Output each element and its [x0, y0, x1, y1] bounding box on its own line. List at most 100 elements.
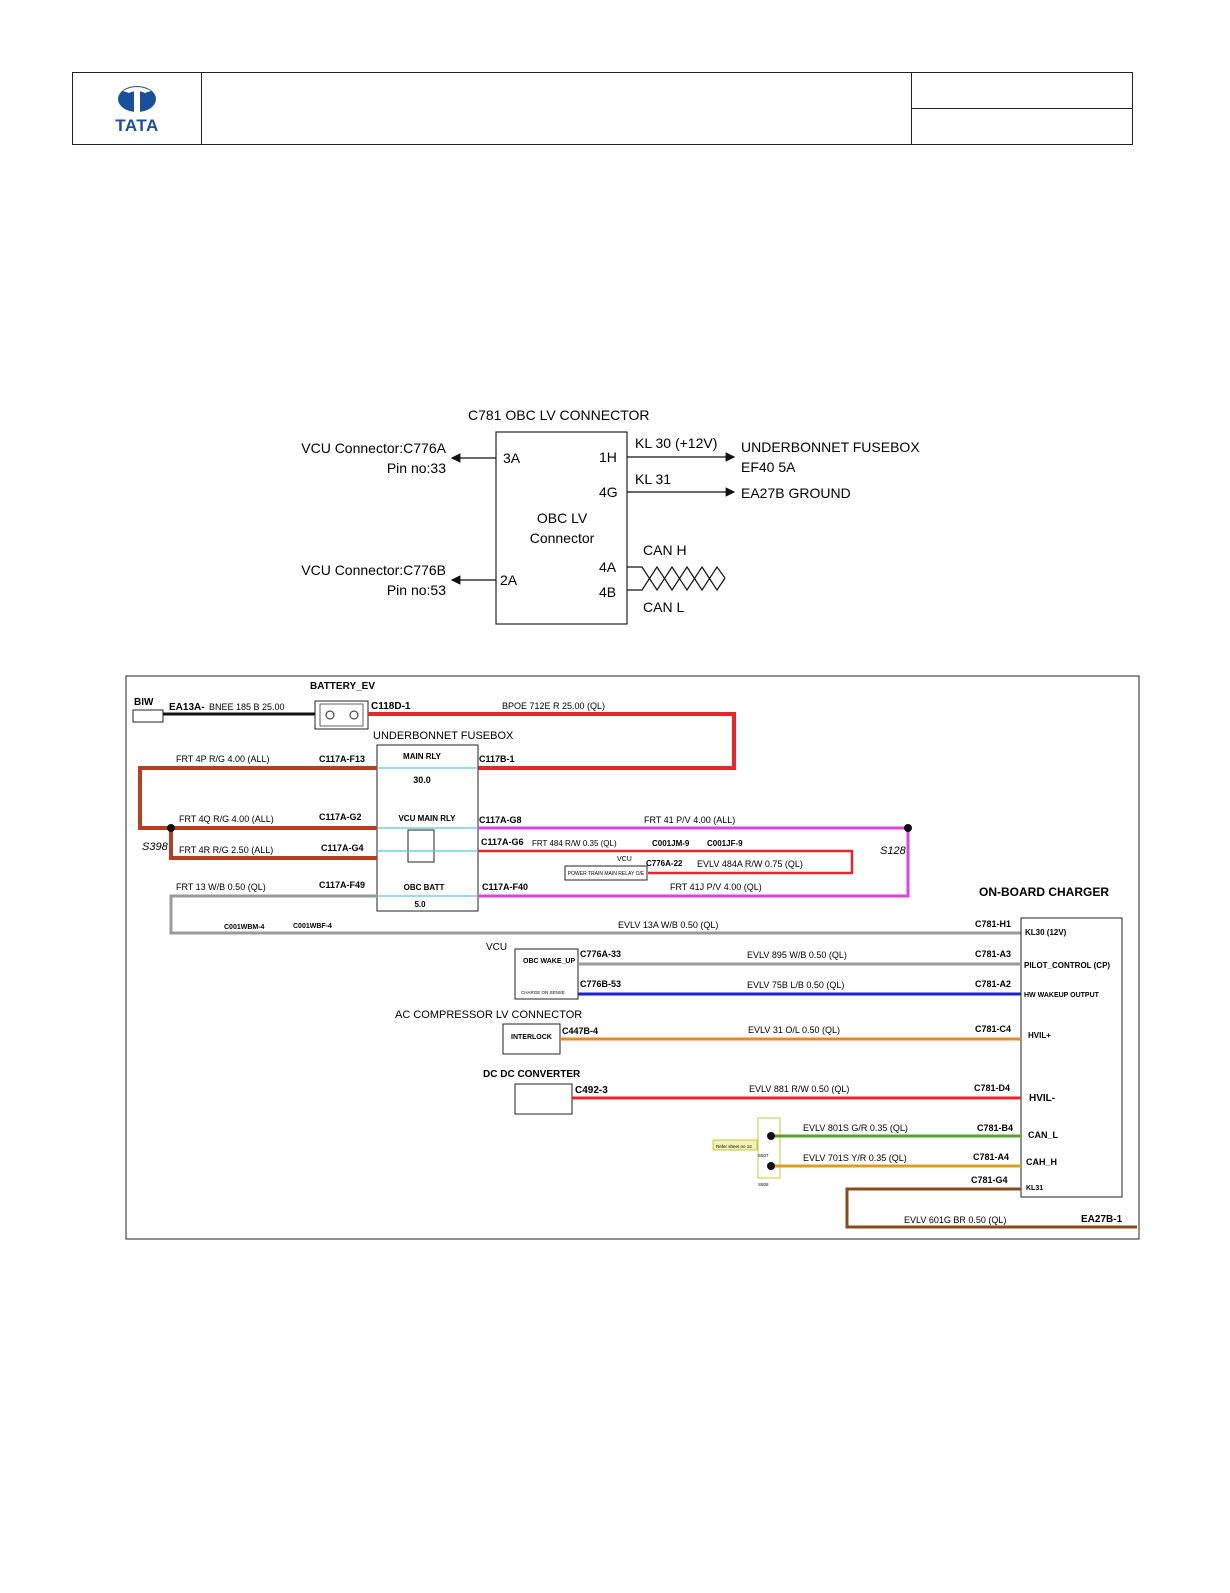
main-rly-label: MAIN RLY [403, 752, 442, 761]
ac-compressor-block [502, 1023, 561, 1055]
vcu-c776b-pin: Pin no:53 [387, 582, 446, 598]
c781d4-label: C781-D4 [974, 1083, 1010, 1093]
c781a3-label: C781-A3 [975, 949, 1011, 959]
bnee-wire-label: BNEE 185 B 25.00 [209, 702, 285, 712]
frt41-wire-label: FRT 41 P/V 4.00 (ALL) [644, 815, 735, 825]
vcu-small-label: VCU [617, 856, 632, 863]
fusebox-block [376, 744, 479, 912]
evlv881-wire-label: EVLV 881 R/W 0.50 (QL) [749, 1084, 849, 1094]
c117af40-label: C117A-F40 [482, 882, 528, 892]
c117ag8-label: C117A-G8 [479, 815, 522, 825]
c001wbm4-label: C001WBM-4 [224, 924, 265, 931]
ea13a-label: EA13A- [169, 702, 205, 713]
charge-sense-label: CHARGE ON SENSE [521, 990, 565, 995]
logo-cell: TATA [73, 73, 202, 144]
kl30-pin-label: KL30 (12V) [1025, 928, 1067, 937]
wire-frt-4p-4q [138, 766, 377, 830]
logo-text: TATA [115, 116, 159, 135]
c781g4-label: C781-G4 [971, 1175, 1008, 1185]
obc-connector-diagram: C781 OBC LV CONNECTOR OBC LV Connector 3… [301, 407, 920, 625]
c001jm9-label: C001JM-9 [652, 839, 690, 848]
onboard-charger-title: ON-BOARD CHARGER [979, 885, 1109, 899]
splice-s128-icon [904, 824, 912, 832]
ea27b1-label: EA27B-1 [1081, 1214, 1123, 1225]
kl30-label: KL 30 (+12V) [635, 435, 717, 451]
wire-frt-484-red [478, 849, 854, 875]
biw-label: BIW [134, 697, 154, 708]
c776b53-label: C776B-53 [580, 979, 621, 989]
evlv13a-wire-label: EVLV 13A W/B 0.50 (QL) [618, 920, 718, 930]
ac-compressor-label: AC COMPRESSOR LV CONNECTOR [395, 1009, 582, 1021]
splice-s508-icon [767, 1162, 775, 1170]
c4923-label: C492-3 [575, 1085, 608, 1096]
relay-coil-icon [407, 829, 435, 863]
vcu-c776a-label: VCU Connector:C776A [301, 440, 446, 456]
c781a2-label: C781-A2 [975, 979, 1011, 989]
wire-frt-4r [169, 828, 377, 860]
twist-note-label: Refer sheet no 12 [716, 1144, 752, 1149]
header-right-top-cell [911, 73, 1132, 109]
can-l-label: CAN L [643, 599, 684, 615]
c001jf9-label: C001JF-9 [707, 839, 743, 848]
vcu-main-rly-label: VCU MAIN RLY [398, 814, 456, 823]
evlv484a-wire-label: EVLV 484A R/W 0.75 (QL) [697, 859, 803, 869]
twist-note-box [712, 1139, 758, 1151]
ptmr-label: POWER TRAIN MAIN RELAY O/E [568, 871, 645, 877]
obc-wake-label: OBC WAKE_UP [523, 958, 575, 965]
c118d-label: C118D-1 [371, 701, 411, 712]
evlv895-wire-label: EVLV 895 W/B 0.50 (QL) [747, 950, 847, 960]
c781b4-label: C781-B4 [977, 1123, 1013, 1133]
ground-label: EA27B GROUND [741, 485, 851, 501]
c776a33-label: C776A-33 [580, 949, 621, 959]
splice-s398-icon [167, 824, 175, 832]
hw-wakeup-pin-label: HW WAKEUP OUTPUT [1024, 992, 1100, 999]
frt13-wire-label: FRT 13 W/B 0.50 (QL) [176, 882, 266, 892]
evlv601g-wire-label: EVLV 601G BR 0.50 (QL) [904, 1215, 1006, 1225]
c117b1-label: C117B-1 [479, 754, 515, 764]
s128-label: S128 [880, 845, 907, 857]
hvil-minus-pin-label: HVIL- [1029, 1093, 1055, 1104]
vcu-block [514, 948, 579, 1000]
dcdc-block [514, 1083, 573, 1115]
evlv75b-wire-label: EVLV 75B L/B 0.50 (QL) [747, 980, 844, 990]
c117ag6-label: C117A-G6 [481, 837, 524, 847]
evlv801s-wire-label: EVLV 801S G/R 0.35 (QL) [803, 1123, 908, 1133]
pin-4b: 4B [599, 584, 616, 600]
c781a4-label: C781-A4 [973, 1152, 1009, 1162]
obc-box-label-2: Connector [530, 530, 595, 546]
biw-ground-box [132, 709, 164, 723]
wire-frt-41-magenta [478, 826, 910, 898]
s508-label: S508 [758, 1182, 769, 1187]
pin-4a: 4A [599, 559, 617, 575]
c001wbf4-label: C001WBF-4 [293, 923, 332, 930]
frt4r-wire-label: FRT 4R R/G 2.50 (ALL) [179, 845, 273, 855]
can-twist-bracket [757, 1117, 781, 1179]
c776a22-label: C776A-22 [646, 859, 683, 868]
kl31-pin-label: KL31 [1026, 1185, 1043, 1192]
battery-ev-label: BATTERY_EV [310, 681, 375, 692]
fusebox-label: UNDERBONNET FUSEBOX [741, 439, 920, 455]
wire-frt13-grey [169, 894, 1021, 935]
can-h-label: CAN H [643, 542, 687, 558]
vcu-c776a-pin: Pin no:33 [387, 460, 446, 476]
can-twisted-pair-icon [627, 565, 726, 592]
onboard-charger-box [1020, 917, 1123, 1198]
dcdc-label: DC DC CONVERTER [483, 1069, 581, 1080]
s507-label: S507 [758, 1153, 769, 1158]
pin-2a: 2A [500, 572, 518, 588]
vcu-c776b-label: VCU Connector:C776B [301, 562, 446, 578]
kl31-label: KL 31 [635, 471, 671, 487]
pilot-pin-label: PILOT_CONTROL (CP) [1024, 961, 1110, 970]
bpoe-wire-label: BPOE 712E R 25.00 (QL) [502, 701, 605, 711]
pin-4g: 4G [599, 484, 618, 500]
c117af49-label: C117A-F49 [319, 880, 365, 890]
document-header: TATA [72, 72, 1133, 145]
c117ag2-label: C117A-G2 [319, 812, 362, 822]
cah-h-pin-label: CAH_H [1026, 1157, 1057, 1167]
evlv31-wire-label: EVLV 31 O/L 0.50 (QL) [748, 1025, 840, 1035]
splice-s507-icon [767, 1132, 775, 1140]
vcu-label: VCU [486, 942, 507, 953]
obc-box-label-1: OBC LV [537, 510, 588, 526]
wire-bpoe-red [368, 712, 736, 770]
obc-batt-value: 5.0 [414, 900, 426, 909]
